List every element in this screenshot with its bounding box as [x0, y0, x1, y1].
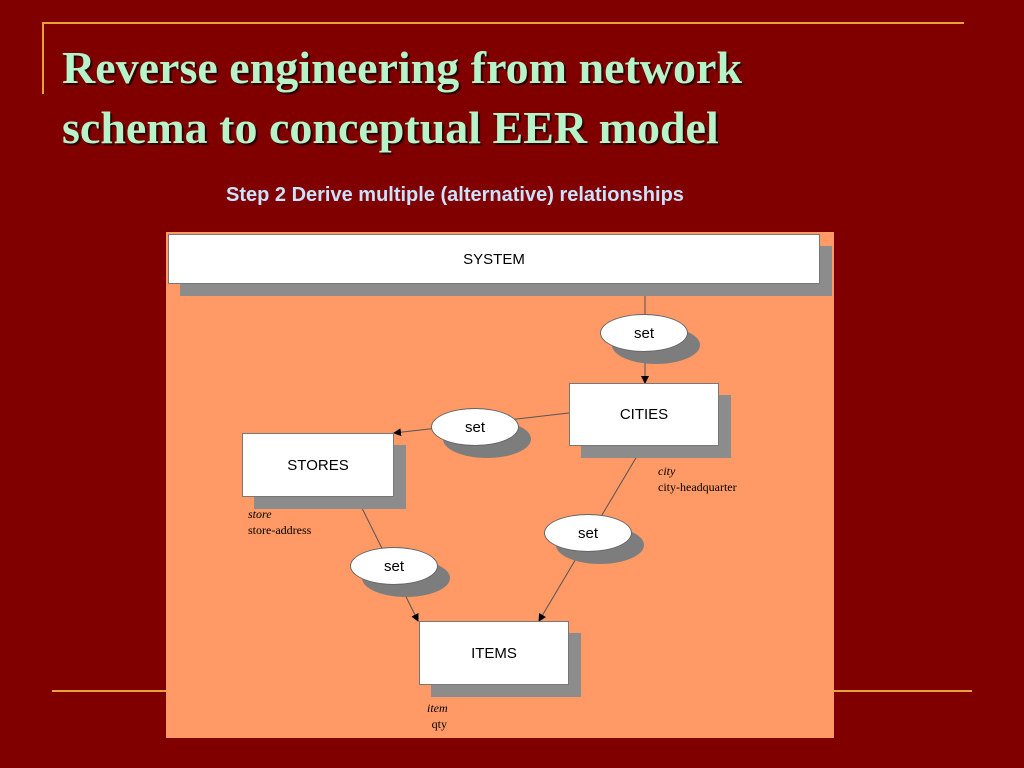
items-attr: qty	[431, 717, 447, 731]
set-label: set	[633, 324, 654, 342]
stores-attributes: store store-address	[248, 506, 311, 538]
slide-title: Reverse engineering from network schema …	[62, 38, 962, 158]
stores-label: STORES	[287, 456, 349, 474]
cities-key: city	[658, 464, 676, 478]
set-cities-items[interactable]: set	[544, 514, 632, 552]
title-line-2: schema to conceptual EER model	[62, 102, 719, 153]
slide-subtitle: Step 2 Derive multiple (alternative) rel…	[226, 184, 684, 206]
set-stores-items[interactable]: set	[350, 547, 438, 585]
frame-top-line	[42, 22, 964, 24]
stores-entity[interactable]: STORES	[242, 433, 394, 497]
title-line-1: Reverse engineering from network	[62, 42, 743, 93]
set-label: set	[464, 418, 485, 436]
frame-left-line	[42, 22, 44, 94]
set-label: set	[577, 524, 598, 542]
cities-label: CITIES	[619, 406, 669, 423]
set-system-cities[interactable]: set	[600, 314, 688, 352]
items-key: item	[427, 701, 448, 715]
stores-attr: store-address	[248, 523, 312, 537]
cities-entity[interactable]: CITIES	[569, 383, 719, 446]
set-label: set	[383, 557, 404, 575]
cities-attr: city-headquarter	[658, 480, 737, 494]
diagram-canvas: SYSTEM set CITIES set STORES set set ITE…	[166, 232, 834, 738]
items-attributes: item qty	[427, 700, 448, 732]
system-entity[interactable]: SYSTEM	[168, 234, 820, 284]
items-label: ITEMS	[471, 644, 517, 662]
items-entity[interactable]: ITEMS	[419, 621, 569, 685]
cities-attributes: city city-headquarter	[658, 463, 737, 495]
stores-key: store	[248, 507, 272, 521]
system-label: SYSTEM	[463, 250, 525, 268]
set-cities-stores[interactable]: set	[431, 408, 519, 446]
